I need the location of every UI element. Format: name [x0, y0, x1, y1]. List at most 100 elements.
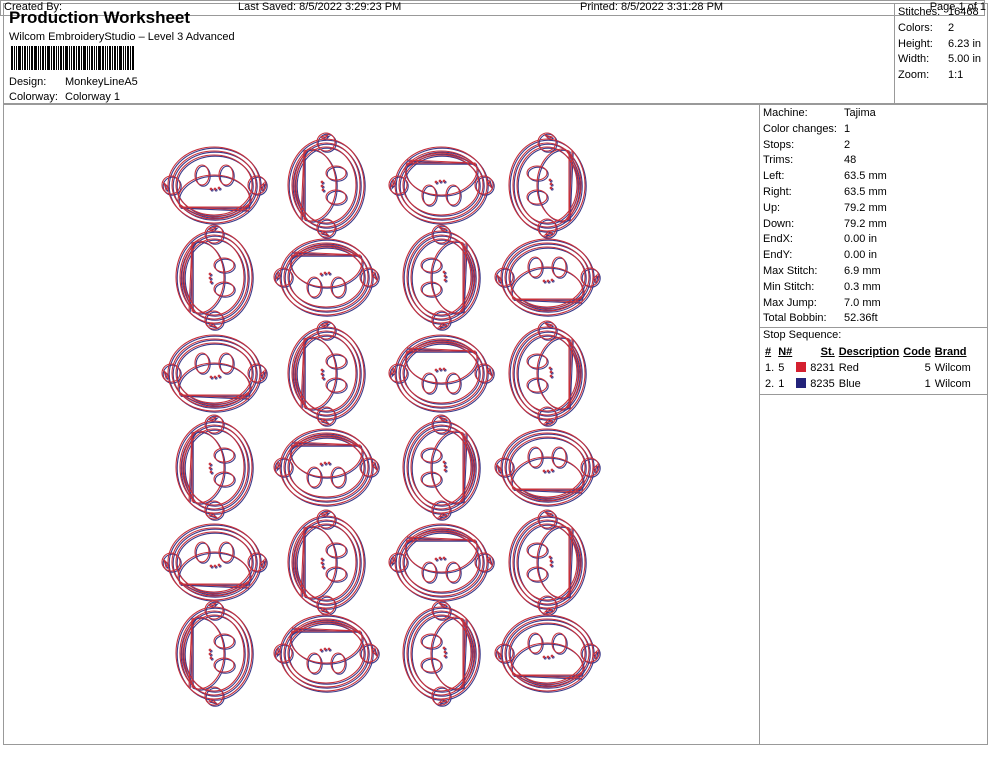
monkey-motif [494, 428, 601, 507]
info-row: Left: 63.5 mm [760, 169, 987, 185]
colorway-label: Colorway: [9, 91, 58, 103]
info-value: 63.5 mm [844, 185, 887, 198]
column-header: N# [778, 345, 793, 358]
monkey-motif [402, 414, 481, 521]
created-by: Created By: [4, 1, 63, 13]
info-label: Max Jump: [763, 296, 817, 309]
info-row: Machine:Tajima [760, 106, 987, 122]
design-value: MonkeyLineA5 [65, 76, 138, 88]
monkey-motif [273, 238, 380, 317]
info-value: 63.5 mm [844, 170, 887, 183]
monkey-motif [161, 334, 268, 413]
colorway: Colorway: Colorway 1 [9, 91, 120, 103]
footer: Created By: Last Saved: 8/5/2022 3:29:23… [0, 0, 986, 16]
info-value: 6.23 in [948, 37, 982, 50]
monkey-motif [161, 523, 268, 602]
page-number: Page 1 of 1 [929, 1, 986, 13]
monkey-motif [175, 224, 254, 331]
monkey-motif [388, 334, 495, 413]
info-value: 52.36ft [844, 312, 878, 325]
thread-code: 1 [924, 377, 931, 390]
info-row: Down: 79.2 mm [760, 217, 987, 233]
info-row: Colors: 2 [895, 21, 987, 37]
color-swatch [794, 360, 808, 376]
monkey-motif [494, 614, 601, 693]
info-row: Stitches:16468 [895, 5, 987, 21]
thread-brand: Wilcom [934, 361, 971, 374]
column-header: Brand [934, 345, 967, 358]
worksheet-header: Production Worksheet Wilcom EmbroiderySt… [3, 3, 895, 104]
needle: 5 [778, 361, 785, 374]
barcode [11, 46, 189, 70]
color-description: Blue [838, 377, 861, 390]
info-label: Colors: [898, 21, 933, 34]
info-row: Max Stitch:6.9 mm [760, 264, 987, 280]
info-label: Max Stitch: [763, 264, 818, 277]
design-label: Design: [9, 76, 47, 88]
info-label: Width: [898, 53, 930, 66]
monkey-motif [175, 414, 254, 521]
info-row: Total Bobbin: 52.36ft [760, 311, 987, 327]
needle: 1 [778, 377, 785, 390]
design-preview [3, 104, 760, 745]
thread-brand: Wilcom [934, 377, 971, 390]
info-label: Height: [898, 37, 933, 50]
info-label: Left: [763, 170, 785, 183]
info-label: Trims: [763, 154, 794, 167]
monkey-motif [494, 238, 601, 317]
info-row: Trims:48 [760, 153, 987, 169]
info-row: Color changes:1 [760, 122, 987, 138]
info-row: EndX:0.00 in [760, 232, 987, 248]
thread-number: 8235 [810, 377, 835, 390]
info-value: 7.0 mm [844, 296, 881, 309]
info-value: 79.2 mm [844, 217, 887, 230]
info-label: Zoom: [898, 69, 930, 82]
info-row: Min Stitch: 0.3 mm [760, 280, 987, 296]
info-label: Stops: [763, 138, 795, 151]
stop-index: 1. [765, 361, 775, 374]
info-label: Color changes: [763, 122, 837, 135]
monkey-motif [388, 146, 495, 225]
column-header: # [765, 345, 772, 358]
monkey-motif [175, 600, 254, 707]
colorway-value: Colorway 1 [65, 91, 121, 103]
info-label: EndY: [763, 249, 793, 262]
info-value: 1:1 [948, 69, 964, 82]
info-label: Total Bobbin: [763, 312, 827, 325]
info-value: 5.00 in [948, 53, 982, 66]
software-name: Wilcom EmbroideryStudio – Level 3 Advanc… [9, 31, 235, 43]
info-row: Stops:2 [760, 138, 987, 154]
monkey-motif [508, 509, 587, 616]
thread-code: 5 [924, 361, 931, 374]
info-label: Down: [763, 217, 795, 230]
info-value: 0.00 in [844, 249, 878, 262]
info-row: Height: 6.23 in [895, 37, 987, 53]
info-label: EndX: [763, 233, 793, 246]
color-swatch [794, 376, 808, 392]
column-header: Description [838, 345, 900, 358]
info-label: Up: [763, 201, 781, 214]
monkey-motif [287, 509, 366, 616]
info-row: Up:79.2 mm [760, 201, 987, 217]
info-label: Right: [763, 185, 792, 198]
info-row: Right: 63.5 mm [760, 185, 987, 201]
info-label: Min Stitch: [763, 280, 815, 293]
info-row: EndY: 0.00 in [760, 248, 987, 264]
info-row: Max Jump: 7.0 mm [760, 296, 987, 312]
last-saved: Last Saved: 8/5/2022 3:29:23 PM [238, 1, 402, 13]
monkey-motif [508, 320, 587, 427]
embroidery-design [161, 132, 601, 707]
design-name: Design: MonkeyLineA5 [9, 76, 138, 88]
thread-number: 8231 [810, 361, 835, 374]
column-header: St. [820, 345, 835, 358]
info-row: Zoom: 1:1 [895, 68, 987, 84]
info-value: 2 [948, 21, 955, 34]
info-value: 16468 [948, 6, 979, 18]
info-value: 0.3 mm [844, 280, 881, 293]
monkey-motif [402, 224, 481, 331]
monkey-motif [402, 600, 481, 707]
